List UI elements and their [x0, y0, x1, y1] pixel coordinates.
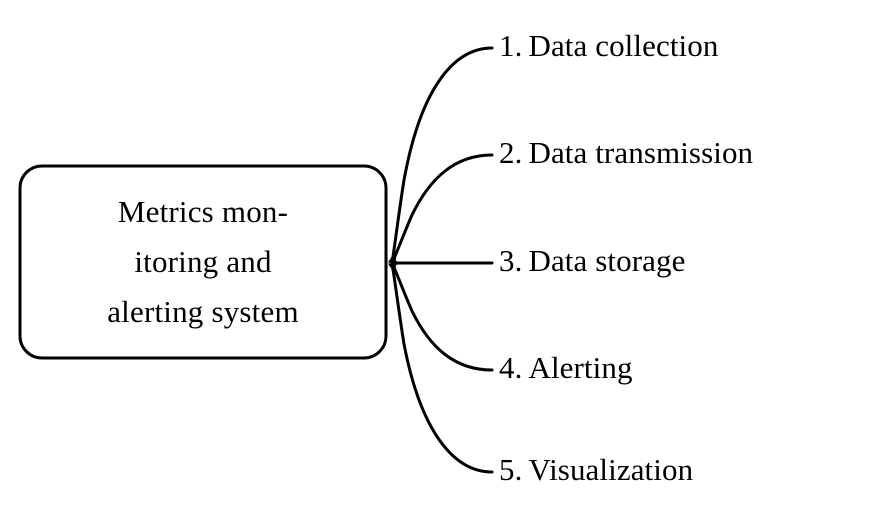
branch-text-2: Data transmission: [528, 135, 754, 170]
branch-text-5: Visualization: [528, 452, 694, 487]
root-node-line-2: itoring and: [134, 244, 272, 279]
branch-label-3: 3.Data storage: [499, 243, 685, 279]
root-node-label: Metrics mon- itoring and alerting system: [20, 166, 386, 358]
root-node-box: [18, 164, 388, 360]
root-node-line-3: alerting system: [107, 294, 299, 329]
branch-number-1: 1.: [499, 28, 523, 63]
branch-label-1: 1.Data collection: [499, 28, 718, 64]
branch-curve-1: [388, 46, 494, 265]
branch-number-2: 2.: [499, 135, 523, 170]
branch-number-5: 5.: [499, 452, 523, 487]
branch-text-3: Data storage: [528, 243, 686, 278]
branch-curve-2: [388, 153, 494, 265]
branch-curve-5: [388, 261, 494, 474]
branch-text-1: Data collection: [528, 28, 719, 63]
root-node-line-1: Metrics mon-: [117, 194, 289, 229]
branch-number-3: 3.: [499, 243, 523, 278]
branch-number-4: 4.: [499, 350, 523, 385]
branch-text-4: Alerting: [528, 350, 633, 385]
branch-label-5: 5.Visualization: [499, 452, 693, 488]
branch-curve-4: [388, 261, 494, 372]
branch-label-2: 2.Data transmission: [499, 135, 753, 171]
branch-label-4: 4.Alerting: [499, 350, 633, 386]
